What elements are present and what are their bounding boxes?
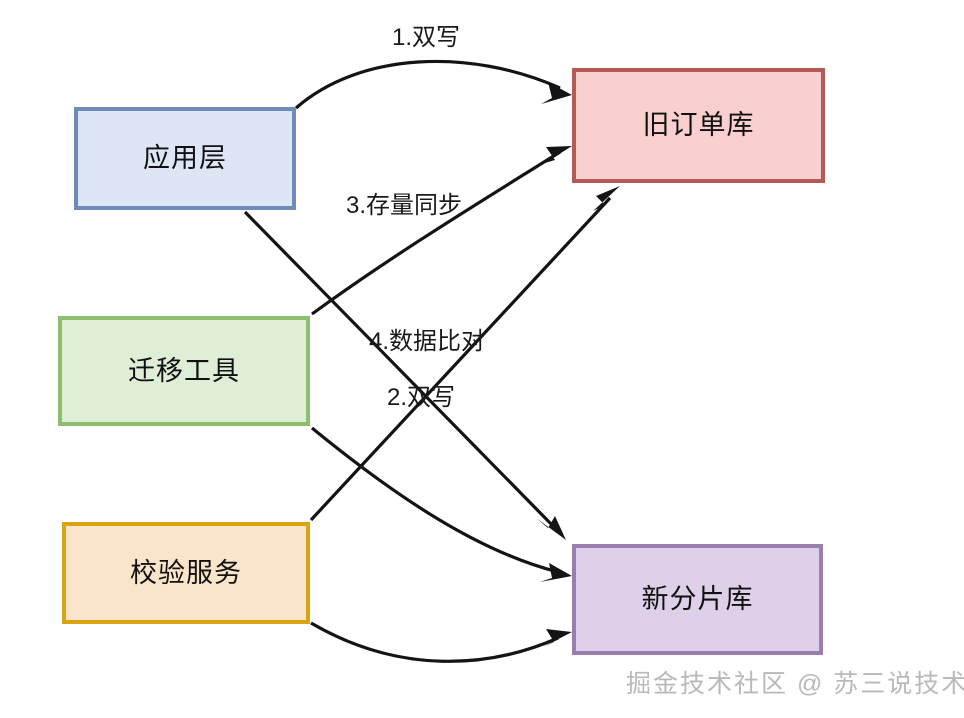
edge-label-4: 4.数据比对 [369,328,486,355]
node-migration-tool-label: 迁移工具 [128,355,240,386]
edge-6-validate-read [310,621,572,663]
node-new-shard-db[interactable]: 新分片库 [572,544,823,655]
edge-3-bulk-sync [311,146,572,316]
node-new-shard-db-label: 新分片库 [641,584,754,614]
node-migration-tool[interactable]: 迁移工具 [58,316,310,426]
node-validation-service-label: 校验服务 [130,557,242,588]
edge-3-arrowhead [545,146,572,163]
edge-label-2: 2.双写 [387,384,456,411]
node-old-order-db-label: 旧订单库 [642,110,755,140]
edge-label-1: 1.双写 [392,24,461,51]
edge-6-arrowhead [543,629,572,647]
node-old-order-db[interactable]: 旧订单库 [572,68,825,183]
edge-2-arrowhead [536,516,566,540]
edge-1-dual-write [294,59,572,110]
node-app-layer-label: 应用层 [143,143,227,173]
watermark: 掘金技术社区 @ 苏三说技术 [626,670,964,698]
edge-4-arrowhead [593,186,620,211]
edge-5-arrowhead [540,563,572,582]
edge-1-arrowhead [541,82,572,104]
edge-5-migrate-write [310,426,572,582]
node-validation-service[interactable]: 校验服务 [62,522,310,624]
edge-label-3: 3.存量同步 [346,192,463,219]
edge-2-dual-write [243,210,566,540]
node-app-layer[interactable]: 应用层 [74,107,296,210]
